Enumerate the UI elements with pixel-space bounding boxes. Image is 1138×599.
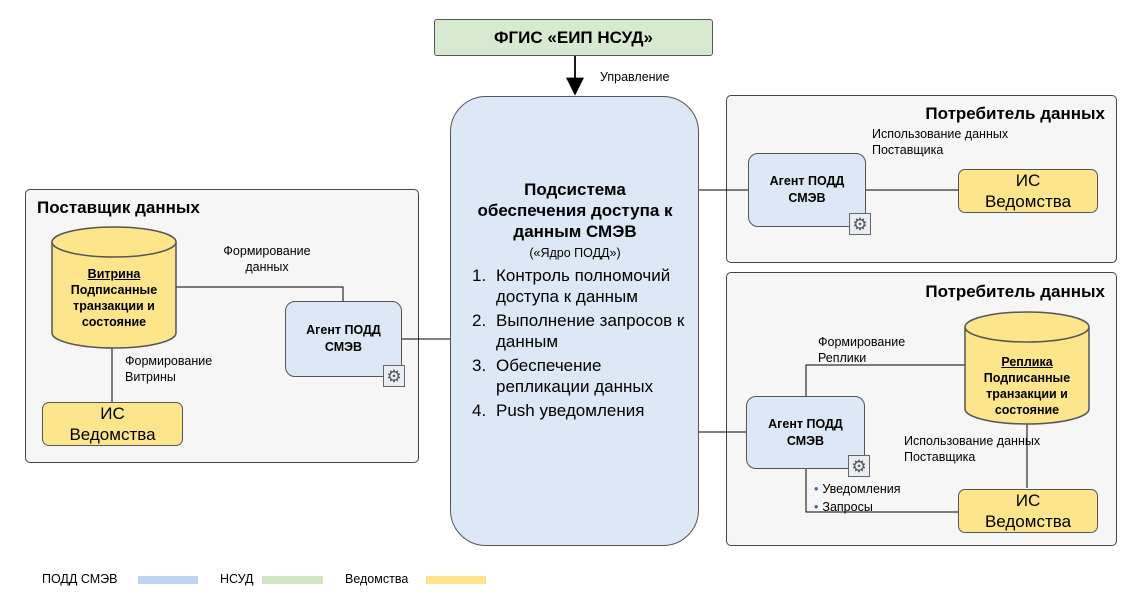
agent-to-replica-line [805, 364, 965, 396]
legend-label-agencies: Ведомства [345, 572, 409, 586]
legend-swatch-podd [138, 576, 198, 584]
nsud-box: ФГИС «ЕИП НСУД» [434, 19, 713, 56]
core-functions-list: 1.Контроль полномочий доступа к данным 2… [472, 265, 687, 424]
consumer1-is-box: ИС Ведомства [958, 169, 1098, 213]
gear-icon: ⚙ [849, 213, 871, 235]
podd-core [450, 96, 699, 546]
bullet-item: •Уведомления [814, 482, 901, 496]
core-function-item: 1.Контроль полномочий доступа к данным [472, 266, 671, 306]
legend-label-nsud: НСУД [220, 572, 254, 586]
showcase-label: Витрина Подписанные транзакции и состоян… [70, 267, 158, 329]
supplier-is-box: ИС Ведомства [42, 402, 183, 446]
consumer2-is-box: ИС Ведомства [958, 489, 1098, 533]
consumer1-agent: Агент ПОДД СМЭВ [748, 153, 866, 227]
supplier-agent: Агент ПОДД СМЭВ [285, 301, 402, 377]
showcase-cylinder [51, 226, 177, 349]
legend-swatch-nsud [262, 576, 323, 584]
core-function-item: 3.Обеспечение репликации данных [472, 356, 654, 396]
gear-icon: ⚙ [383, 365, 405, 387]
consumer1-title: Потребитель данных [925, 104, 1105, 123]
bullet-item: •Запросы [814, 500, 873, 514]
agent-to-is-bottom-line [805, 469, 958, 513]
replica-cylinder [964, 311, 1090, 425]
gear-icon: ⚙ [848, 455, 870, 477]
form-showcase-label: Формирование Витрины [125, 354, 213, 384]
form-replica-label: Формирование Реплики [818, 335, 906, 365]
consumer2-use-label: Использование данных Поставщика [904, 434, 1041, 464]
legend-swatch-agencies [426, 576, 486, 584]
core-function-item: 4.Push уведомления [472, 401, 645, 420]
form-data-label: Формирование данных [223, 244, 311, 274]
showcase-to-agent-line [176, 286, 344, 302]
consumer2-agent: Агент ПОДД СМЭВ [746, 396, 865, 469]
replica-label: Реплика Подписанные транзакции и состоян… [983, 355, 1071, 417]
consumer2-title: Потребитель данных [925, 282, 1105, 301]
nsud-title: ФГИС «ЕИП НСУД» [494, 27, 653, 47]
control-label: Управление [600, 70, 670, 84]
supplier-title: Поставщик данных [37, 198, 200, 217]
core-subtitle: («Ядро ПОДД») [529, 246, 621, 260]
notification-bullets: •Уведомления •Запросы [814, 481, 901, 515]
legend-label-podd: ПОДД СМЭВ [42, 572, 118, 586]
consumer1-use-label: Использование данных Поставщика [872, 127, 1009, 157]
core-function-item: 2.Выполнение запросов к данным [472, 311, 685, 351]
core-title: Подсистема обеспечения доступа к данным … [477, 180, 673, 241]
